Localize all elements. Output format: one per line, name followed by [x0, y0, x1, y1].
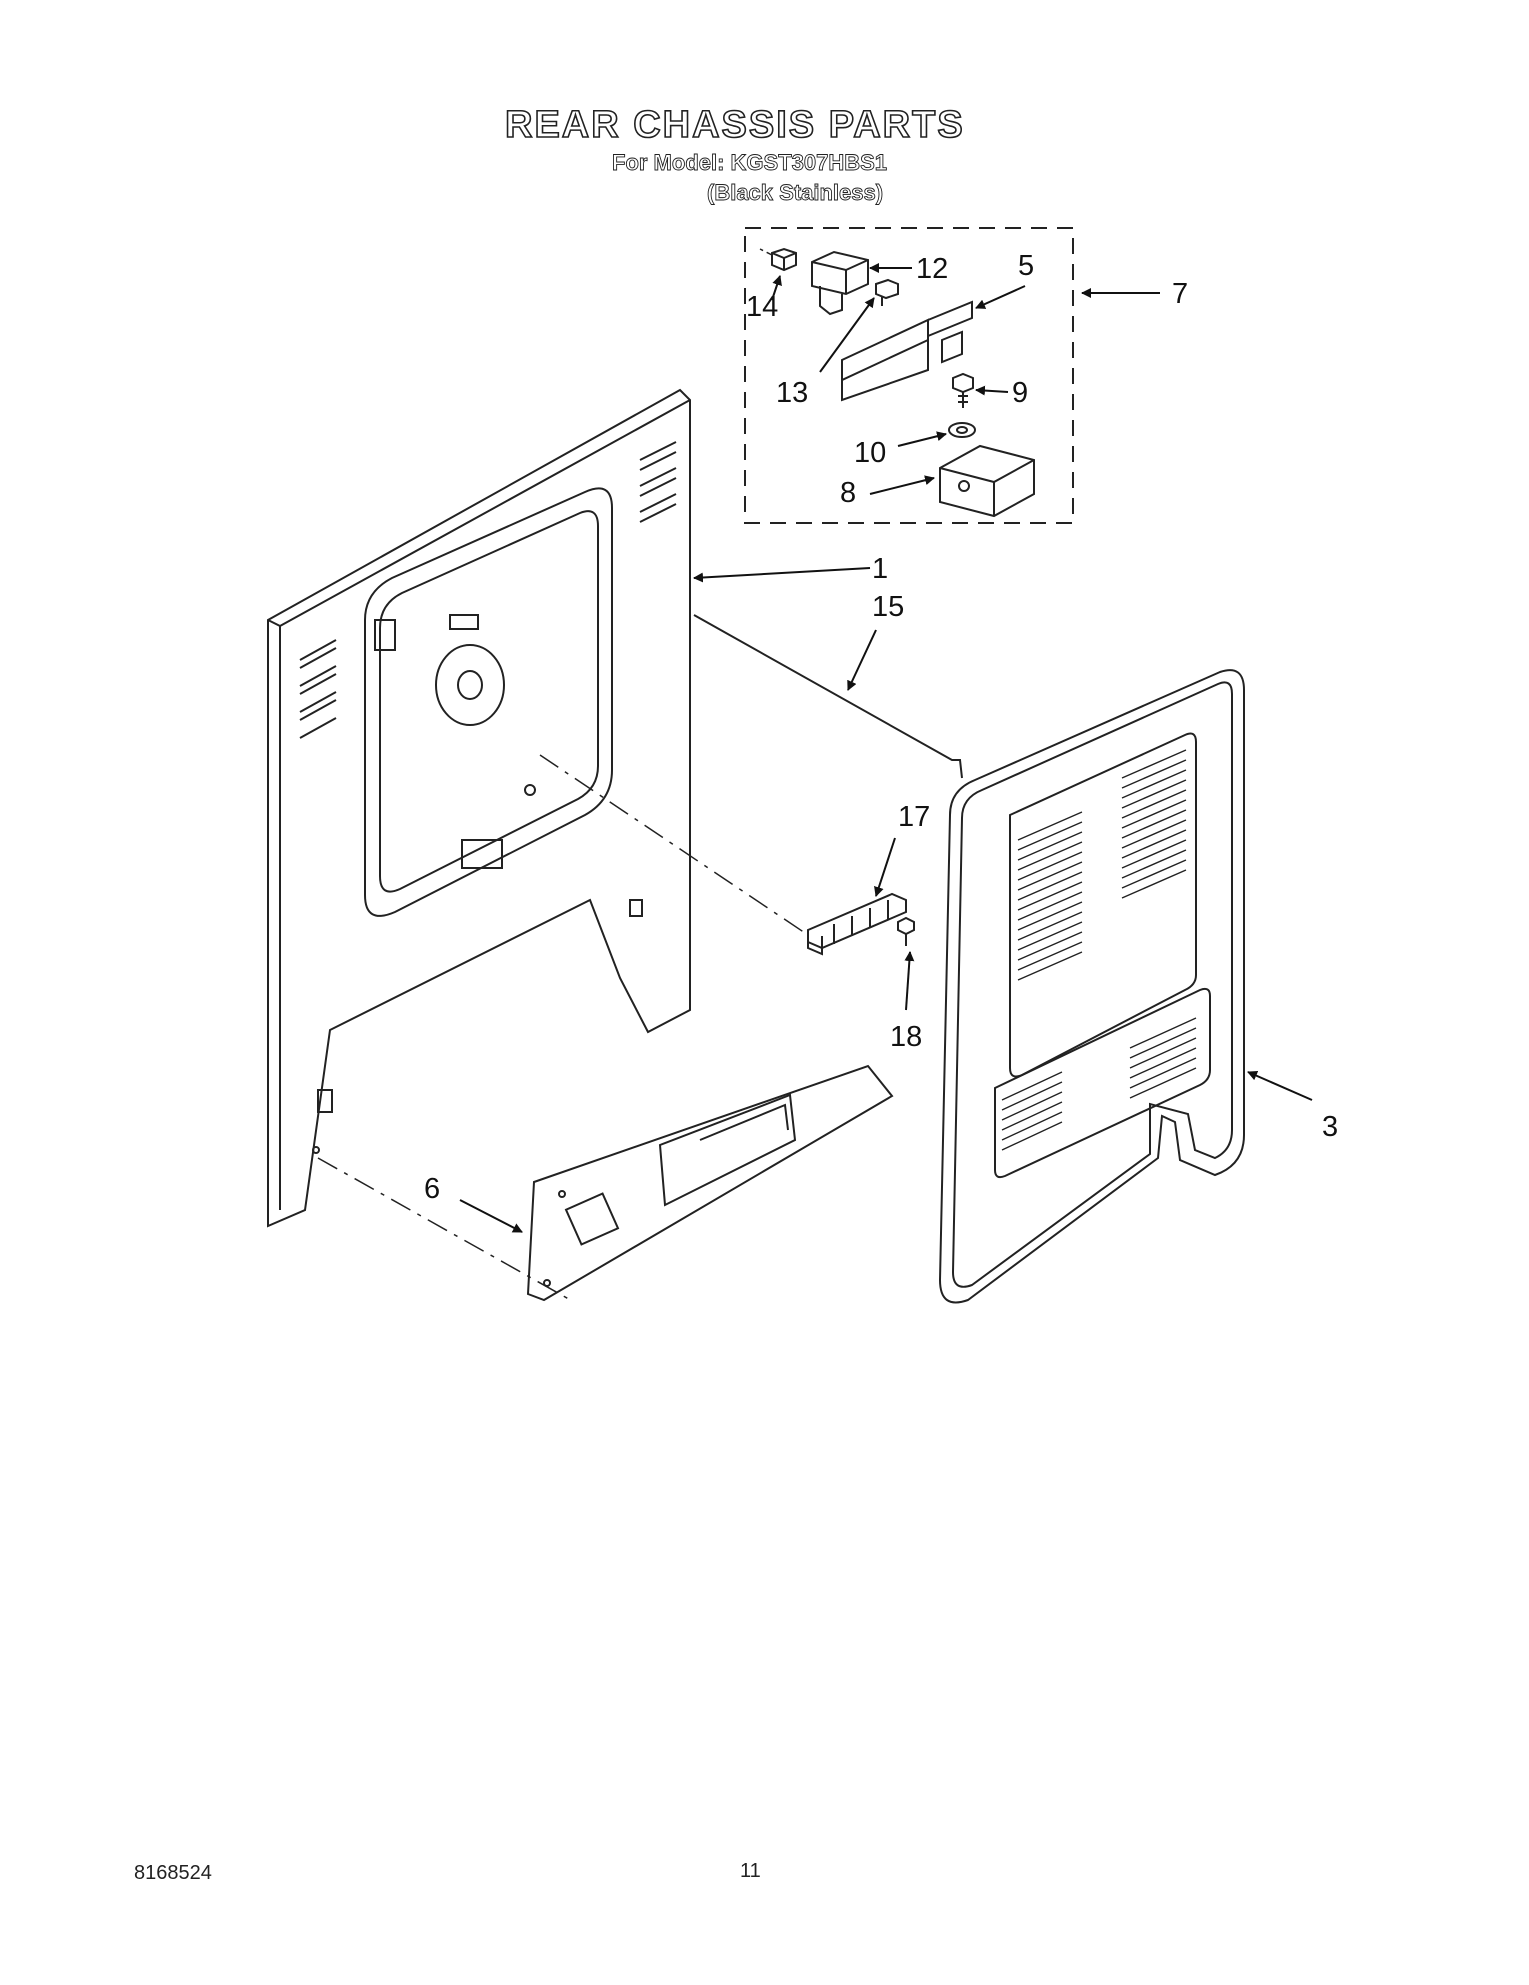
- part-14-nut: [771, 247, 797, 272]
- callout-15: 15: [872, 591, 904, 623]
- part-17-terminal-block: [807, 892, 907, 956]
- page-title: REAR CHASSIS PARTS: [504, 103, 965, 147]
- part-6-lower-panel: [526, 1064, 894, 1302]
- callout-17: 17: [898, 801, 930, 833]
- assembly-lines: [317, 248, 809, 1303]
- callout-7: 7: [1172, 278, 1188, 310]
- part-8-block: [939, 444, 1035, 518]
- callout-10: 10: [854, 437, 886, 469]
- callout-18: 18: [890, 1021, 922, 1053]
- part-15-rod: [693, 614, 963, 779]
- louver-hatching: [1001, 749, 1197, 1151]
- part-5-bracket: [841, 300, 973, 402]
- callout-12: 12: [916, 253, 948, 285]
- part-18-screw: [897, 916, 915, 946]
- leader-9: [975, 385, 1009, 396]
- leader-17: [874, 837, 896, 897]
- leader-1: [693, 567, 871, 583]
- model-line: For Model: KGST307HBS1: [612, 150, 888, 176]
- callout-13: 13: [776, 377, 808, 409]
- callout-1: 1: [872, 553, 888, 585]
- leader-14: [771, 275, 782, 301]
- leader-15: [847, 629, 877, 691]
- callout-14: 14: [746, 291, 778, 323]
- leader-13: [819, 297, 875, 373]
- part-1-rear-chassis: [267, 388, 691, 1228]
- part-9-screw: [952, 372, 974, 408]
- page-number: 11: [740, 1860, 761, 1882]
- finish-line: (Black Stainless): [707, 180, 884, 206]
- callout-5: 5: [1018, 250, 1034, 282]
- part-10-washer: [948, 422, 976, 438]
- leader-6: [459, 1199, 523, 1233]
- kit-outline: [744, 227, 1074, 524]
- leader-8: [869, 475, 935, 495]
- callout-8: 8: [840, 477, 856, 509]
- leader-5: [975, 285, 1026, 309]
- leader-3: [1247, 1071, 1313, 1101]
- leader-10: [897, 431, 947, 447]
- callout-9: 9: [1012, 377, 1028, 409]
- part-12-switch: [811, 250, 869, 316]
- doc-number: 8168524: [134, 1862, 212, 1884]
- callout-6: 6: [424, 1173, 440, 1205]
- vent-slots-right: [639, 441, 677, 523]
- part-3-rear-panel: [938, 669, 1245, 1304]
- vent-slots-left: [299, 639, 337, 739]
- callout-3: 3: [1322, 1111, 1338, 1143]
- leader-18: [904, 951, 915, 1011]
- part-13-screw: [875, 278, 899, 306]
